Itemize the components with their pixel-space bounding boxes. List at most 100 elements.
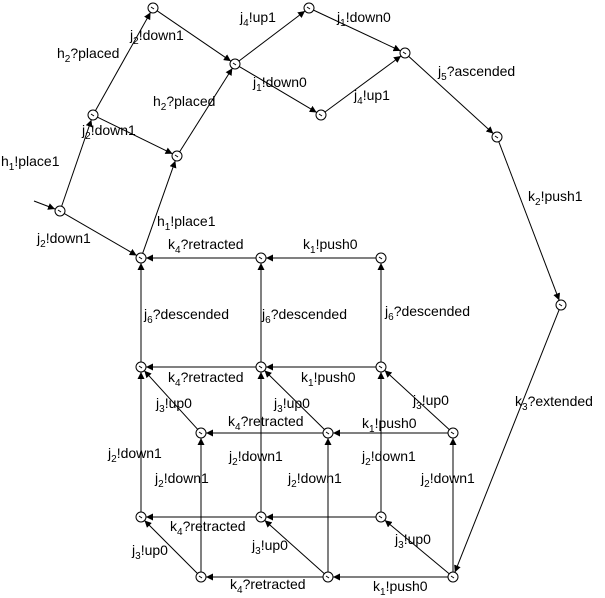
transition-label: h1!place1 [157,213,216,233]
transition-label: j3!up0 [273,395,310,415]
transition-label: k4?retracted [168,369,244,389]
state-s13 [555,299,567,311]
transition-label: k1!push0 [303,236,358,256]
transition-s18-s15 [264,370,325,430]
transition-label: h1!place1 [1,153,60,173]
transition-s24-s21 [264,519,325,575]
transition-label: j1!down0 [252,74,307,94]
transition-label: j3!up0 [251,537,288,557]
state-s7 [171,150,183,162]
transition-s5-s1 [95,12,151,111]
state-mark [90,113,95,117]
transition-label: j6?descended [143,306,229,326]
transition-label: k4?retracted [230,576,306,596]
state-s5 [87,109,99,121]
transition-s25-s22 [384,519,450,575]
transition-label: k3?extended [515,393,593,413]
state-mark [558,303,563,307]
state-mark [258,515,263,519]
transition-s17-s14 [143,370,199,430]
state-mark [138,365,143,369]
state-s6 [315,109,327,121]
state-s2 [303,2,315,14]
transition-label: j2!down1 [129,27,184,47]
state-mark [494,135,499,139]
transition-label: j2!down1 [154,470,209,490]
state-s18 [322,427,334,439]
transition-s3-s2 [238,10,306,62]
state-s23 [195,571,207,583]
state-s19 [447,427,459,439]
state-s24 [322,571,334,583]
state-mark [378,256,383,260]
state-mark [318,113,323,117]
transition-edges [33,9,560,581]
transition-label: k1!push0 [362,415,417,435]
state-mark [450,575,455,579]
state-mark [150,6,155,10]
transition-label: j3!up0 [394,531,431,551]
state-mark [138,256,143,260]
transition-s13-s25 [454,309,560,573]
transition-label: k4?retracted [168,236,244,256]
state-s12 [375,252,387,264]
transition-s9-s5 [61,119,93,207]
transition-label: k2!push1 [528,188,583,208]
transition-label: h2?placed [57,45,119,65]
state-s21 [255,511,267,523]
state-mark [174,154,179,158]
state-mark [450,431,455,435]
transition-label: j2!down1 [287,470,342,490]
state-s11 [255,252,267,264]
state-mark [378,515,383,519]
transition-label: j2!down1 [361,448,416,468]
transition-s2-s4 [313,9,401,52]
transition-label: j4!up1 [353,87,390,107]
state-nodes [54,2,567,583]
transition-s3-s6 [239,66,317,113]
state-s20 [135,511,147,523]
transition-s7-s3 [179,67,233,153]
state-mark [258,256,263,260]
transition-label: j1!down0 [336,9,391,29]
transition-label: j2!down1 [81,122,136,142]
transition-s19-s16 [384,370,450,430]
state-s14 [135,361,147,373]
state-mark [198,431,203,435]
transition-label: k1!push0 [373,578,428,598]
transition-s10-s7 [142,160,177,254]
state-mark [258,365,263,369]
state-mark [325,575,330,579]
initial-state-arrow [33,200,56,210]
transition-s23-s20 [144,520,198,574]
transition-labels: h1!place1 h2?placed j2!down1 j4!up1 j1!down0… [1,9,593,598]
transition-label: j4!up1 [239,9,276,29]
state-mark [57,209,62,213]
state-s16 [375,361,387,373]
state-mark [198,575,203,579]
state-s1 [147,2,159,14]
state-s25 [447,571,459,583]
transition-s5-s7 [97,116,173,155]
transition-label: j2!down1 [36,230,91,250]
state-mark [306,6,311,10]
transition-label: k1!push0 [301,369,356,389]
transition-label: h2?placed [153,93,215,113]
transition-s4-s8 [408,56,494,134]
state-s8 [491,131,503,143]
transition-label: j2!down1 [228,448,283,468]
state-s17 [195,427,207,439]
state-mark [325,431,330,435]
transition-label: j6?descended [384,303,470,323]
transition-label: j3!up0 [412,392,449,412]
state-s9 [54,205,66,217]
transition-s8-s13 [498,141,560,301]
state-s15 [255,361,267,373]
state-s3 [229,58,241,70]
state-s22 [375,511,387,523]
transition-s6-s4 [324,55,402,113]
state-mark [402,51,407,55]
transition-s9-s10 [64,213,137,256]
state-mark [232,62,237,66]
